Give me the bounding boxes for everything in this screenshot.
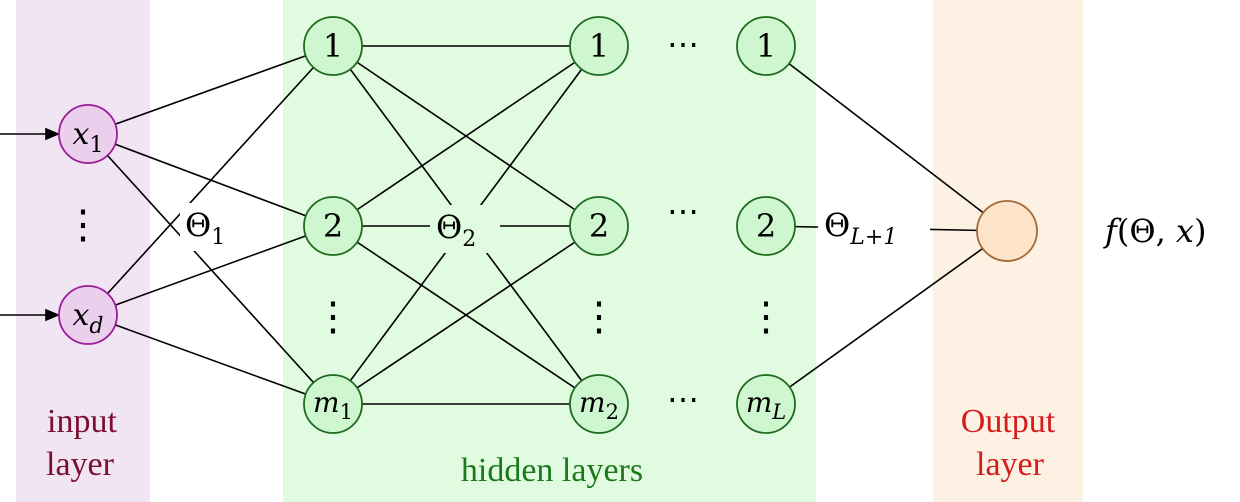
hidden-node: [569, 16, 629, 76]
theta1-mask: [180, 203, 240, 251]
weight-label-theta1: Θ1: [185, 206, 225, 250]
ellipsis-vertical: ⋮: [313, 294, 353, 340]
hidden-node-label: mL: [746, 386, 787, 424]
hidden-node-label: 2: [323, 207, 343, 245]
edge: [765, 230, 1008, 405]
output-node: [976, 200, 1038, 262]
input-layer-label-line2: layer: [46, 446, 115, 483]
ellipsis-vertical: ⋮: [579, 294, 619, 340]
ellipsis-vertical: ⋮: [746, 294, 786, 340]
hidden-node: [303, 16, 363, 76]
weight-label-theta2: Θ2: [436, 208, 476, 252]
input-node-xd: [58, 285, 118, 345]
edge: [87, 45, 334, 316]
edge: [332, 225, 600, 405]
arrowhead-icon: [45, 308, 61, 322]
edge: [87, 314, 334, 405]
edges: [87, 45, 1008, 405]
hidden-node: [569, 196, 629, 256]
hidden-node-label: 1: [756, 27, 776, 65]
hidden-node: [736, 16, 796, 76]
edge: [765, 45, 1008, 232]
hidden-node-label: 1: [323, 27, 343, 65]
edge: [87, 45, 334, 135]
weight-label-theta-l1: ΘL+1: [824, 206, 897, 250]
hidden-node: [736, 196, 796, 256]
hidden-node: [303, 374, 363, 434]
output-function-label: f(Θ, x): [1103, 212, 1206, 250]
output-layer-label-line2: layer: [976, 446, 1045, 483]
input-layer-label-line1: input: [47, 403, 117, 440]
ellipsis-horizontal: ⋯: [667, 192, 699, 230]
ellipsis-vertical: ⋮: [63, 202, 103, 248]
thetaL1-mask: [818, 203, 930, 253]
edge: [87, 133, 334, 405]
hidden-nodes: [303, 16, 796, 434]
output-layer-label-line1: Output: [961, 403, 1056, 440]
hidden-layers-band: [283, 0, 816, 502]
hidden-node: [569, 374, 629, 434]
ellipsis-horizontal: ⋯: [667, 25, 699, 63]
hidden-node-label: m2: [579, 386, 619, 424]
hidden-node-label: 1: [589, 27, 609, 65]
edge: [87, 225, 334, 316]
hidden-node-label: 2: [589, 207, 609, 245]
hidden-node: [303, 196, 363, 256]
ellipsis-horizontal: ⋯: [667, 380, 699, 418]
input-node-xd-label: xd: [72, 298, 103, 339]
input-arrows: [0, 127, 61, 322]
hidden-node-label: 2: [756, 207, 776, 245]
arrowhead-icon: [45, 127, 61, 141]
hidden-layers-label: hidden layers: [461, 452, 643, 489]
hidden-node-label: m1: [313, 386, 353, 424]
input-node-x1-label: x1: [73, 117, 104, 158]
hidden-node: [736, 374, 796, 434]
theta2-mask: [430, 205, 500, 253]
input-node-x1: [58, 104, 118, 164]
input-layer-band: [16, 0, 150, 502]
edge: [332, 45, 600, 227]
